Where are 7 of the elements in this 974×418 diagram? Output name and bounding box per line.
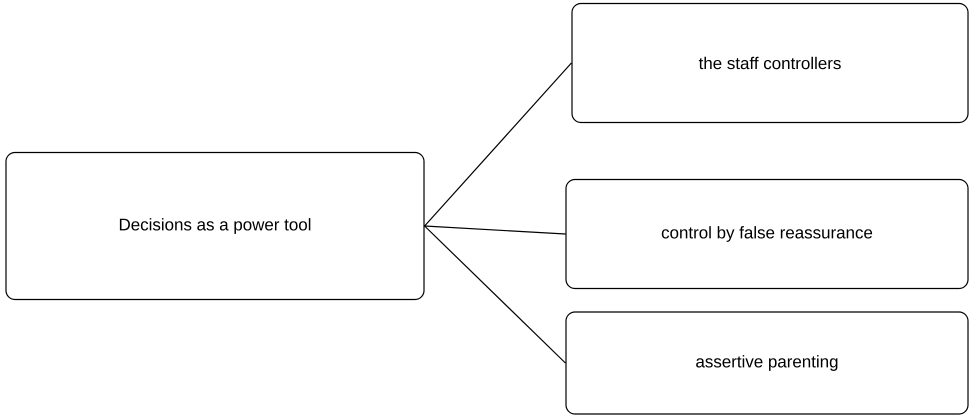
connector-line [424,62,572,226]
text-box: Decisions as a power tool [5,152,425,300]
text-box: control by false reassurance [565,178,969,290]
text-box: the staff controllers [571,2,969,124]
text-box: assertive parenting [565,311,969,415]
connector-line [424,226,566,364]
connector-line [424,225,566,235]
